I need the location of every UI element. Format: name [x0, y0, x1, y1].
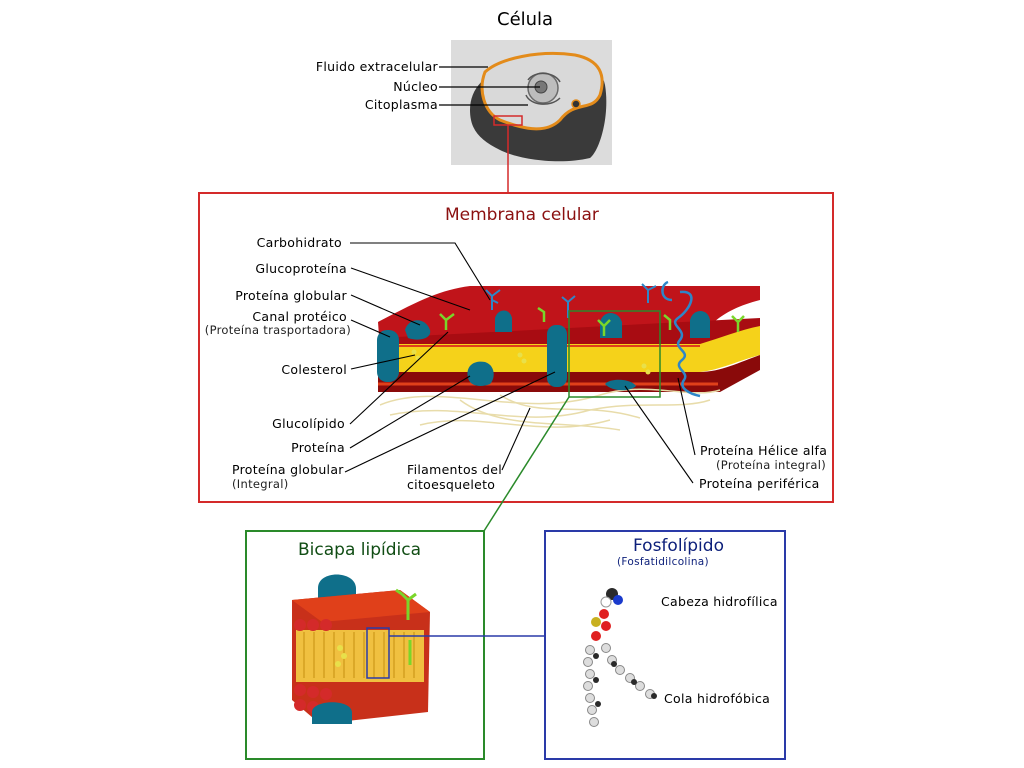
organelle-swirl [525, 72, 561, 105]
membrane-to-bilayer-connector [483, 396, 570, 532]
label-cola-hidrofobica: Cola hidrofóbica [664, 691, 771, 706]
cell-title: Célula [497, 9, 554, 30]
label-carbohidrato: Carbohidrato [256, 235, 342, 250]
phospholipid-frame [544, 530, 786, 760]
membrane-leaders-right [501, 377, 696, 484]
bilayer-zoom-box [366, 627, 390, 679]
membrane-frame [198, 192, 834, 503]
label-canal-proteico: Canal protéico [252, 309, 347, 324]
canal-proteico-shape [377, 330, 399, 382]
bilayer-title: Bicapa lipídica [298, 540, 422, 560]
membrane-proteins [377, 310, 710, 391]
label-filamentos-1: Filamentos del [407, 462, 503, 477]
peripheral-protein-shape [605, 379, 636, 391]
label-canal-proteico-sub: (Proteína trasportadora) [204, 323, 351, 337]
vesicle [571, 99, 581, 109]
label-proteina-helice-alfa-sub: (Proteína integral) [716, 458, 827, 472]
label-proteina: Proteína [291, 440, 345, 455]
proteina-globular-shape [405, 320, 431, 340]
bilayer-frame [245, 530, 485, 760]
proteina-shape [467, 361, 494, 386]
label-colesterol: Colesterol [281, 362, 347, 377]
label-proteina-globular: Proteína globular [235, 288, 347, 303]
carbohydrate-branches [485, 283, 657, 318]
label-glucoproteina: Glucoproteína [255, 261, 347, 276]
membrane-zoom-box [568, 310, 661, 398]
label-proteina-globular-integral-sub: (Integral) [232, 477, 289, 491]
label-proteina-globular-integral: Proteína globular [232, 462, 344, 477]
phospholipid-subtitle: (Fosfatidilcolina) [617, 556, 709, 568]
label-citoplasma: Citoplasma [364, 97, 438, 112]
label-proteina-periferica: Proteína periférica [699, 476, 820, 491]
bilayer-illustration [292, 574, 430, 724]
membrane-title: Membrana celular [445, 205, 599, 225]
label-filamentos-2: citoesqueleto [407, 477, 496, 492]
phospholipid-title: Fosfolípido [633, 536, 724, 556]
label-proteina-helice-alfa: Proteína Hélice alfa [700, 443, 828, 458]
label-nucleo: Núcleo [393, 79, 438, 94]
label-cabeza-hidrofilica: Cabeza hidrofílica [661, 594, 778, 609]
proteina-globular-integral-shape [547, 325, 567, 387]
cytoskeleton-filaments [379, 388, 721, 431]
glycolipid-branches [439, 306, 745, 336]
membrane-leaders-left [344, 242, 556, 473]
alpha-helix [661, 280, 701, 398]
phospholipid-molecule [583, 588, 657, 727]
label-glucolipido: Glucolípido [272, 416, 345, 431]
label-fluido-extracelular: Fluido extracelular [315, 59, 438, 74]
